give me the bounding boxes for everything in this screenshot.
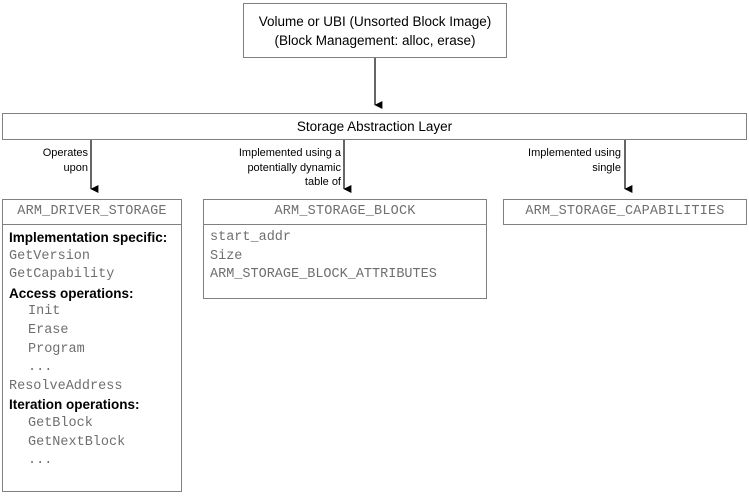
- arm-storage-capabilities-class: ARM_STORAGE_CAPABILITIES: [503, 199, 747, 225]
- class-member: Erase: [28, 322, 69, 338]
- arm-driver-storage-header: ARM_DRIVER_STORAGE: [3, 200, 181, 225]
- arm-driver-storage-class: ARM_DRIVER_STORAGE Implementation specif…: [2, 199, 182, 492]
- edge-label-operates-upon: Operates upon: [42, 147, 88, 174]
- class-member: Program: [28, 341, 85, 357]
- class-member: ...: [28, 453, 53, 469]
- class-section-label: Iteration operations:: [9, 397, 140, 413]
- edge-label-implemented-using-table: Implemented using a potentially dynamic …: [238, 147, 341, 188]
- edge-label-implemented-using-single: Implemented using single: [528, 147, 621, 174]
- class-member: Size: [210, 248, 243, 264]
- class-member: Init: [28, 304, 61, 320]
- volume-ubi-line-1: Volume or UBI (Unsorted Block Image): [258, 13, 492, 29]
- class-section-label: Implementation specific:: [9, 230, 168, 245]
- class-member: GetCapability: [9, 267, 115, 283]
- volume-ubi-node: Volume or UBI (Unsorted Block Image) (Bl…: [243, 3, 507, 58]
- class-member: GetBlock: [28, 415, 93, 431]
- class-member: GetVersion: [9, 248, 91, 264]
- class-member: ARM_STORAGE_BLOCK_ATTRIBUTES: [210, 267, 437, 283]
- storage-abstraction-layer-label: Storage Abstraction Layer: [296, 119, 453, 134]
- class-member: ResolveAddress: [9, 378, 123, 394]
- arm-storage-capabilities-header: ARM_STORAGE_CAPABILITIES: [525, 204, 725, 219]
- class-member: start_addr: [210, 230, 292, 245]
- storage-abstraction-layer-node: Storage Abstraction Layer: [2, 113, 747, 140]
- arm-storage-block-header: ARM_STORAGE_BLOCK: [204, 200, 486, 225]
- class-member: ...: [28, 360, 53, 376]
- class-section-label: Access operations:: [9, 285, 134, 301]
- class-member: GetNextBlock: [28, 434, 126, 450]
- volume-ubi-line-2: (Block Management: alloc, erase): [274, 32, 476, 48]
